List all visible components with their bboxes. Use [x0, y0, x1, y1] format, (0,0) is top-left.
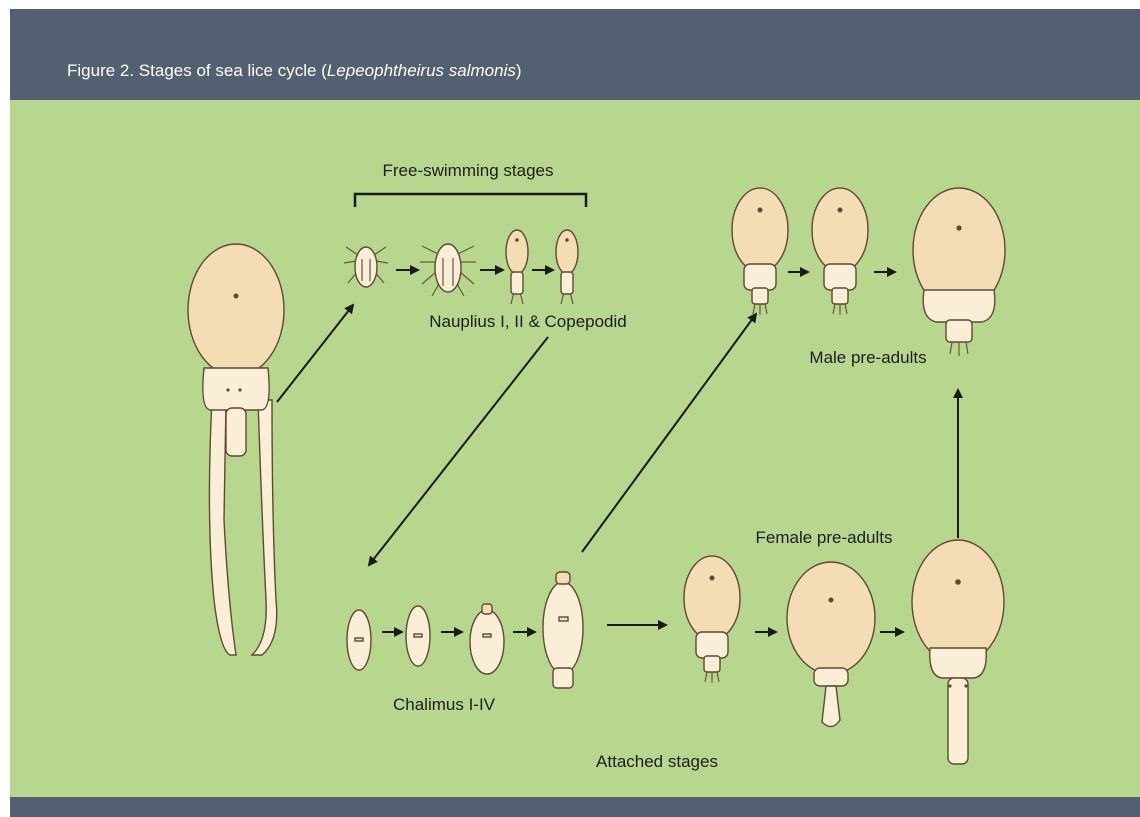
arrow-chalimus-to-male	[582, 314, 756, 552]
free-swimming-bracket	[355, 194, 586, 207]
nauplius-ii-illustration	[420, 244, 476, 296]
label-free-swimming-stages: Free-swimming stages	[383, 161, 554, 180]
adult-female-attached-illustration	[912, 540, 1004, 764]
chalimus-iv-illustration	[543, 572, 583, 688]
copepodid-i-illustration	[506, 230, 528, 304]
arrow-adult-to-nauplius	[277, 305, 353, 402]
preadult-i-illustration	[684, 556, 740, 683]
adult-male-illustration	[913, 188, 1005, 356]
male-preadult-ii-illustration	[812, 188, 868, 315]
female-preadult-illustration	[787, 562, 875, 727]
arrow-copepodid-to-chalimus	[369, 337, 548, 565]
chalimus-ii-illustration	[406, 606, 430, 666]
nauplius-i-illustration	[344, 247, 388, 287]
label-male-preadults: Male pre-adults	[809, 348, 926, 367]
chalimus-i-illustration	[347, 610, 371, 670]
label-female-preadults: Female pre-adults	[755, 528, 892, 547]
male-preadult-i-illustration	[732, 188, 788, 315]
label-nauplius-copepodid: Nauplius I, II & Copepodid	[429, 312, 627, 331]
copepodid-ii-illustration	[556, 230, 578, 304]
adult-female-lice-illustration	[188, 244, 284, 655]
label-chalimus: Chalimus I-IV	[393, 695, 496, 714]
label-attached-stages: Attached stages	[596, 752, 718, 771]
chalimus-iii-illustration	[470, 604, 504, 674]
